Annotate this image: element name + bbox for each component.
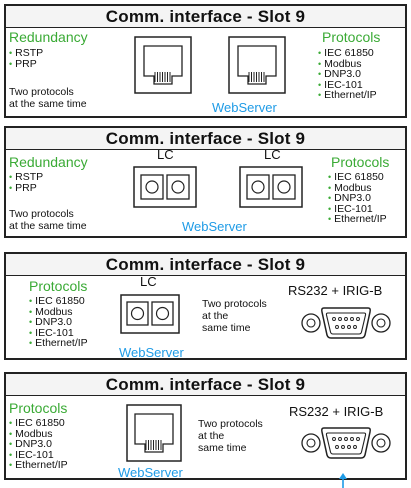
redundancy-list: RSTP PRP bbox=[9, 172, 43, 193]
protocols-title: Protocols bbox=[331, 154, 390, 170]
comm-interface-panel-3: Comm. interface - Slot 9 Protocols IEC 6… bbox=[4, 252, 407, 360]
list-item: RSTP bbox=[9, 172, 43, 183]
lc-label: LC bbox=[157, 147, 174, 162]
list-item: PRP bbox=[9, 182, 43, 194]
list-item: IEC-101 bbox=[318, 79, 377, 91]
protocols-list: IEC 61850 Modbus DNP3.0 IEC-101 Ethernet… bbox=[318, 48, 377, 101]
db9-connector-icon bbox=[301, 427, 391, 459]
lc-fiber-icon bbox=[120, 294, 180, 334]
list-item: Modbus bbox=[328, 182, 387, 194]
lc-fiber-icon bbox=[133, 166, 197, 208]
rj45-icon bbox=[228, 36, 286, 94]
list-item: PRP bbox=[9, 58, 43, 70]
comm-interface-panel-2: Comm. interface - Slot 9 Redundancy RSTP… bbox=[4, 126, 407, 238]
list-item: Modbus bbox=[29, 306, 88, 318]
list-item: DNP3.0 bbox=[318, 69, 377, 80]
panel-title: Comm. interface - Slot 9 bbox=[6, 374, 405, 396]
list-item: IEC 61850 bbox=[328, 172, 387, 183]
rj45-icon bbox=[134, 36, 192, 94]
panel-title: Comm. interface - Slot 9 bbox=[6, 128, 405, 150]
webserver-label: WebServer bbox=[212, 100, 277, 115]
list-item: DNP3.0 bbox=[328, 193, 387, 204]
protocols-list: IEC 61850 Modbus DNP3.0 IEC-101 Ethernet… bbox=[328, 172, 387, 225]
lc-fiber-icon bbox=[239, 166, 303, 208]
list-item: IEC 61850 bbox=[9, 418, 68, 429]
panel-title: Comm. interface - Slot 9 bbox=[6, 6, 405, 28]
list-item: IEC-101 bbox=[328, 203, 387, 215]
list-item: Modbus bbox=[318, 58, 377, 70]
list-item: Ethernet/IP bbox=[318, 90, 377, 101]
two-protocols-note: Two protocols at the same time bbox=[9, 86, 87, 110]
panel-title: Comm. interface - Slot 9 bbox=[6, 254, 405, 276]
protocols-title: Protocols bbox=[322, 29, 381, 45]
list-item: Modbus bbox=[9, 428, 68, 440]
protocols-title: Protocols bbox=[9, 400, 68, 416]
lc-label: LC bbox=[264, 147, 281, 162]
webserver-label: WebServer bbox=[119, 345, 184, 360]
list-item: Ethernet/IP bbox=[9, 460, 68, 471]
list-item: IEC 61850 bbox=[29, 296, 88, 307]
two-protocols-note: Two protocols at the same time bbox=[198, 418, 263, 454]
webserver-label: WebServer bbox=[182, 219, 247, 234]
comm-interface-panel-4: Comm. interface - Slot 9 Protocols IEC 6… bbox=[4, 372, 407, 480]
db9-connector-icon bbox=[301, 307, 391, 339]
list-item: IEC-101 bbox=[9, 449, 68, 461]
rj45-icon bbox=[126, 404, 182, 462]
redundancy-list: RSTP PRP bbox=[9, 48, 43, 69]
list-item: IEC 61850 bbox=[318, 48, 377, 59]
list-item: DNP3.0 bbox=[9, 439, 68, 450]
comm-interface-panel-1: Comm. interface - Slot 9 Redundancy RSTP… bbox=[4, 4, 407, 118]
two-protocols-note: Two protocols at the same time bbox=[9, 208, 87, 232]
serial-port-label: RS232 + IRIG-B bbox=[288, 283, 383, 298]
redundancy-title: Redundancy bbox=[9, 29, 88, 45]
list-item: DNP3.0 bbox=[29, 317, 88, 328]
serial-port-label: RS232 + IRIG-B bbox=[289, 404, 384, 419]
lc-label: LC bbox=[140, 274, 157, 289]
list-item: IEC-101 bbox=[29, 327, 88, 339]
list-item: Ethernet/IP bbox=[29, 338, 88, 349]
list-item: Ethernet/IP bbox=[328, 214, 387, 225]
two-protocols-note: Two protocols at the same time bbox=[202, 298, 267, 334]
protocols-list: IEC 61850 Modbus DNP3.0 IEC-101 Ethernet… bbox=[29, 296, 88, 349]
webserver-label: WebServer bbox=[118, 465, 183, 480]
up-arrow-icon bbox=[339, 473, 347, 488]
protocols-list: IEC 61850 Modbus DNP3.0 IEC-101 Ethernet… bbox=[9, 418, 68, 471]
protocols-title: Protocols bbox=[29, 278, 88, 294]
redundancy-title: Redundancy bbox=[9, 154, 88, 170]
list-item: RSTP bbox=[9, 48, 43, 59]
